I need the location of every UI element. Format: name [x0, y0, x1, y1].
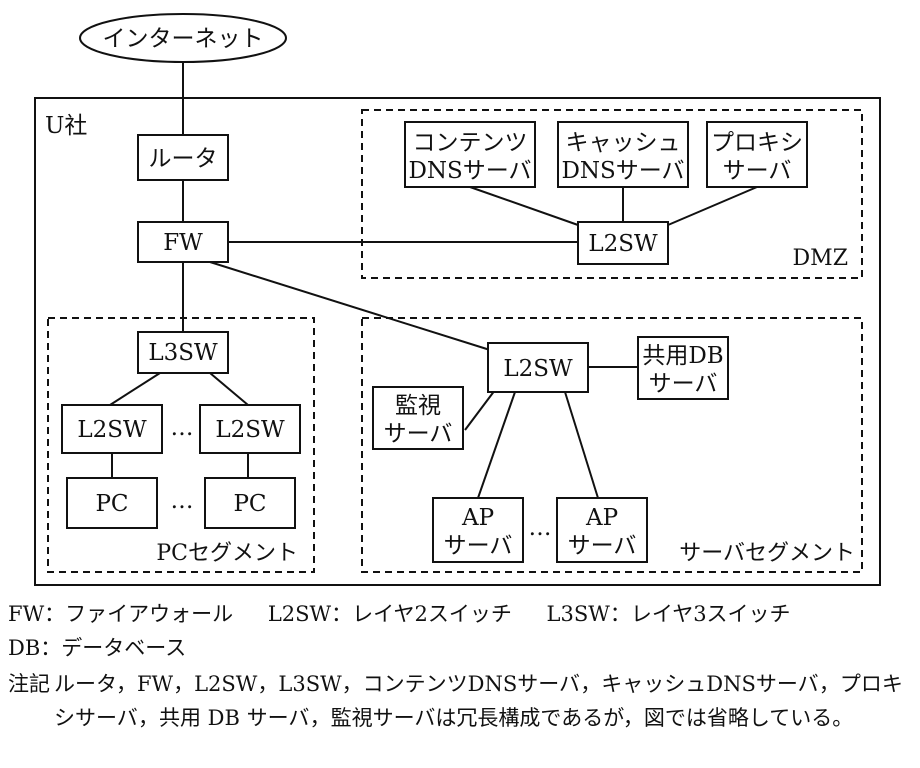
monitor-server [372, 386, 464, 450]
dmz-label: DMZ [793, 246, 848, 271]
link-server-l2sw-monitor [464, 389, 496, 431]
ap-ellipsis: … [529, 515, 552, 541]
ap-server-left [432, 497, 524, 563]
shared-db-label-2: サーバ [649, 371, 718, 397]
content-dns-server [404, 121, 536, 188]
pc-l2sw-label-right: L2SW [215, 417, 285, 443]
server-l2sw-node [487, 342, 589, 393]
legend-row-2: DB：データベース [8, 631, 914, 665]
fw-node [137, 221, 229, 263]
dmz-l2sw-label: L2SW [588, 231, 658, 257]
proxy-label-2: サーバ [723, 158, 792, 184]
legend-db: DB：データベース [8, 636, 187, 660]
note-text: ルータ，FW，L2SW，L3SW，コンテンツDNSサーバ，キャッシュDNSサーバ… [54, 672, 903, 730]
cache-dns-server [557, 121, 689, 188]
router-node [137, 134, 229, 181]
company-label: U社 [45, 113, 87, 139]
content-dns-label-2: DNSサーバ [408, 158, 531, 184]
link-server-l2sw-ap-left [477, 391, 516, 499]
legend-row-1: FW：ファイアウォール L2SW：レイヤ2スイッチ L3SW：レイヤ3スイッチ [8, 597, 914, 631]
pc-l2sw-label-left: L2SW [77, 417, 147, 443]
pc-l2sw-node-left [61, 404, 163, 454]
proxy-label-1: プロキシ [711, 130, 803, 156]
link-content-dns-l2sw [469, 186, 579, 226]
company-frame [34, 97, 881, 586]
legend-notes: FW：ファイアウォール L2SW：レイヤ2スイッチ L3SW：レイヤ3スイッチ … [8, 597, 914, 735]
server-segment [361, 317, 863, 573]
legend-fw: FW：ファイアウォール [8, 602, 234, 626]
server-l2sw-label: L2SW [503, 356, 573, 382]
legend-l2sw: L2SW：レイヤ2スイッチ [267, 602, 512, 626]
shared-db-label-1: 共用DB [642, 343, 723, 369]
content-dns-label-1: コンテンツ [413, 130, 528, 156]
proxy-server [706, 121, 808, 188]
l3sw-label: L3SW [148, 340, 218, 366]
legend-l3sw: L3SW：レイヤ3スイッチ [546, 602, 791, 626]
pc-l2sw-ellipsis: … [171, 415, 194, 441]
pc-segment-label: PCセグメント [156, 541, 298, 566]
network-diagram: インターネット U社 ルータ FW DMZ コンテンツ DNSサーバ キャッシュ… [34, 13, 881, 586]
ap-server-right [556, 497, 648, 563]
server-segment-label: サーバセグメント [679, 541, 855, 566]
router-label: ルータ [149, 146, 218, 172]
pc-label-right: PC [233, 491, 266, 517]
pc-label-left: PC [95, 491, 128, 517]
pc-node-right [204, 477, 296, 529]
dmz-l2sw-node [577, 221, 669, 265]
link-l3sw-l2sw-right [209, 372, 249, 406]
note-label: 注記 [8, 672, 50, 696]
internet-cloud [79, 13, 287, 63]
note-block: 注記 ルータ，FW，L2SW，L3SW，コンテンツDNSサーバ，キャッシュDNS… [8, 667, 914, 735]
pc-l2sw-node-right [199, 404, 301, 454]
ap-left-label-2: サーバ [444, 533, 513, 559]
l3sw-node [137, 331, 229, 374]
ap-right-label-1: AP [585, 505, 618, 531]
monitor-label-1: 監視 [395, 393, 441, 419]
cache-dns-label-2: DNSサーバ [561, 158, 684, 184]
dmz-segment [361, 109, 863, 279]
ap-left-label-1: AP [461, 505, 494, 531]
pc-segment [47, 317, 315, 573]
ap-right-label-2: サーバ [568, 533, 637, 559]
pc-node-left [66, 477, 158, 529]
monitor-label-2: サーバ [384, 421, 453, 447]
cache-dns-label-1: キャッシュ [566, 130, 681, 156]
link-fw-server-l2sw [209, 261, 491, 351]
link-l3sw-l2sw-left [109, 372, 161, 406]
pc-ellipsis: … [171, 488, 194, 514]
link-proxy-l2sw [667, 186, 758, 226]
fw-label: FW [163, 230, 203, 256]
shared-db-server [637, 336, 729, 400]
internet-label: インターネット [103, 26, 264, 52]
link-server-l2sw-ap-right [564, 391, 599, 499]
